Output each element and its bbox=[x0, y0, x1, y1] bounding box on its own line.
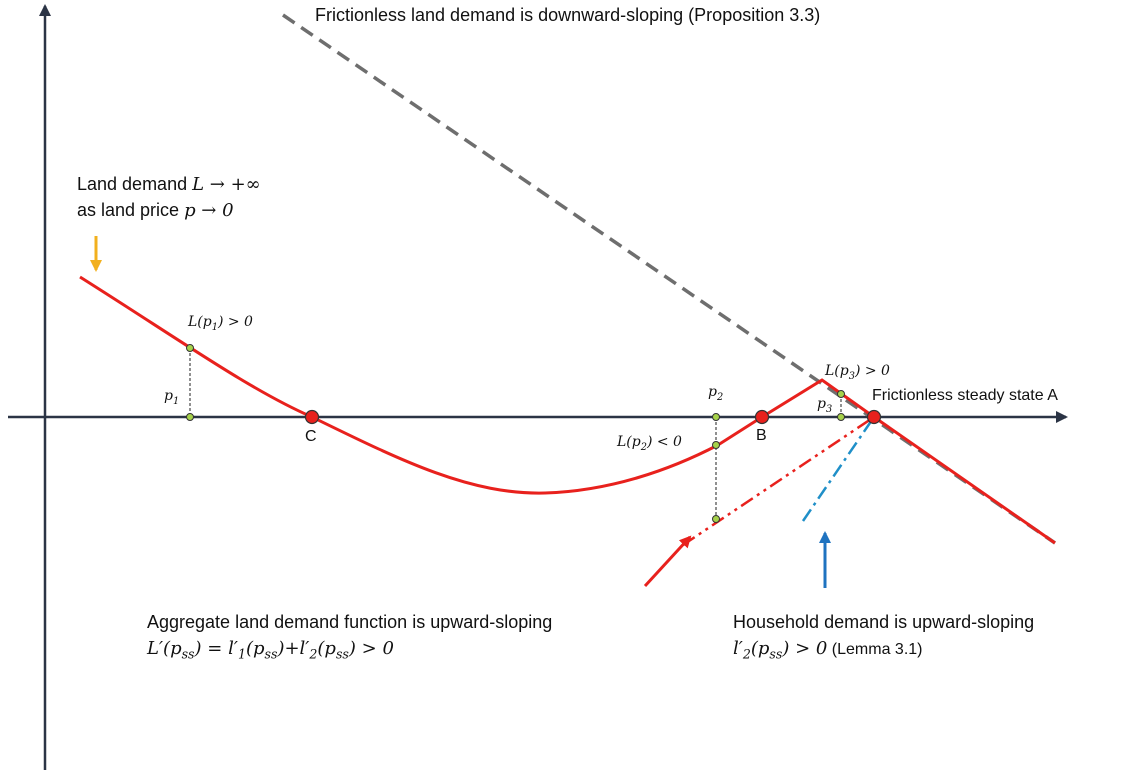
household-label-line2: l′2(pss) > 0 (Lemma 3.1) bbox=[733, 638, 922, 662]
L-p1-label: L(p1) > 0 bbox=[188, 314, 253, 333]
hh-f: (Lemma 3.1) bbox=[827, 641, 923, 658]
steady-state-label: Frictionless steady state A bbox=[872, 387, 1058, 404]
L-p1-rest: ) > 0 bbox=[217, 314, 253, 330]
aggregate-demand-line bbox=[682, 415, 875, 547]
p2-label: p2 bbox=[708, 384, 723, 403]
point-C-label: C bbox=[305, 428, 317, 445]
land-price-note-math: p → 0 bbox=[184, 200, 234, 221]
land-price-note-text: as land price bbox=[77, 200, 185, 220]
red-arrow bbox=[643, 535, 692, 588]
L-p2-sub: 2 bbox=[640, 441, 647, 453]
L-p2-label: L(p2) < 0 bbox=[617, 434, 682, 453]
agg-a: L′(p bbox=[147, 638, 182, 659]
hh-a: l′ bbox=[733, 638, 743, 659]
land-demand-note-line1: Land demand L → +∞ bbox=[77, 174, 261, 195]
agg-j: ss bbox=[335, 646, 349, 662]
point-C bbox=[304, 409, 320, 425]
hh-b: 2 bbox=[742, 646, 751, 662]
L-p3-sub: 3 bbox=[848, 370, 855, 382]
p2-a: p bbox=[708, 384, 717, 400]
household-demand-line bbox=[801, 416, 876, 522]
agg-b: ss bbox=[181, 646, 195, 662]
point-L-p3 bbox=[837, 390, 845, 398]
agg-i: (p bbox=[317, 638, 336, 659]
agg-h: 2 bbox=[309, 646, 318, 662]
L-p3-rest: ) > 0 bbox=[854, 363, 890, 379]
point-B bbox=[754, 409, 770, 425]
L-p1-sub: 1 bbox=[211, 321, 218, 333]
aggregate-label-line1: Aggregate land demand function is upward… bbox=[147, 612, 553, 632]
p3-label: p3 bbox=[817, 396, 832, 415]
p1-sub: 1 bbox=[172, 395, 180, 407]
agg-d: 1 bbox=[237, 646, 246, 662]
land-demand-curve bbox=[79, 275, 1056, 545]
aggregate-label-line2: L′(pss) = l′1(pss)+l′2(pss) > 0 bbox=[147, 638, 394, 662]
p2-sub: 2 bbox=[716, 391, 724, 403]
point-L-p1 bbox=[186, 344, 194, 352]
hh-c: (p bbox=[750, 638, 770, 659]
agg-c: ) = l′ bbox=[194, 638, 238, 659]
land-demand-note-line2: as land price p → 0 bbox=[77, 200, 234, 221]
p1-label: p1 bbox=[164, 388, 179, 407]
point-p2 bbox=[712, 413, 720, 421]
L-p2-a: L(p bbox=[617, 434, 641, 450]
point-A bbox=[866, 409, 882, 425]
land-demand-note-text: Land demand bbox=[77, 174, 193, 194]
point-L-p2 bbox=[712, 441, 720, 449]
p3-a: p bbox=[817, 396, 826, 412]
point-B-label: B bbox=[756, 427, 767, 444]
p3-sub: 3 bbox=[825, 403, 833, 415]
land-demand-note-math: L → +∞ bbox=[192, 174, 261, 195]
L-p3-a: L(p bbox=[825, 363, 849, 379]
household-label-line1: Household demand is upward-sloping bbox=[733, 612, 1035, 632]
p1-a: p bbox=[164, 388, 173, 404]
L-p1-a: L(p bbox=[188, 314, 212, 330]
L-p2-rest: ) < 0 bbox=[646, 434, 682, 450]
agg-f: ss bbox=[264, 646, 278, 662]
agg-g: )+l′ bbox=[277, 638, 310, 659]
point-p1 bbox=[186, 413, 194, 421]
point-p2-aggregate bbox=[712, 515, 720, 523]
hh-e: ) > 0 bbox=[782, 638, 828, 659]
hh-d: ss bbox=[769, 646, 783, 662]
frictionless-demand-label: Frictionless land demand is downward-slo… bbox=[315, 5, 821, 25]
agg-k: ) > 0 bbox=[348, 638, 394, 659]
agg-e: (p bbox=[245, 638, 265, 659]
point-p3 bbox=[837, 413, 845, 421]
L-p3-label: L(p3) > 0 bbox=[825, 363, 890, 382]
